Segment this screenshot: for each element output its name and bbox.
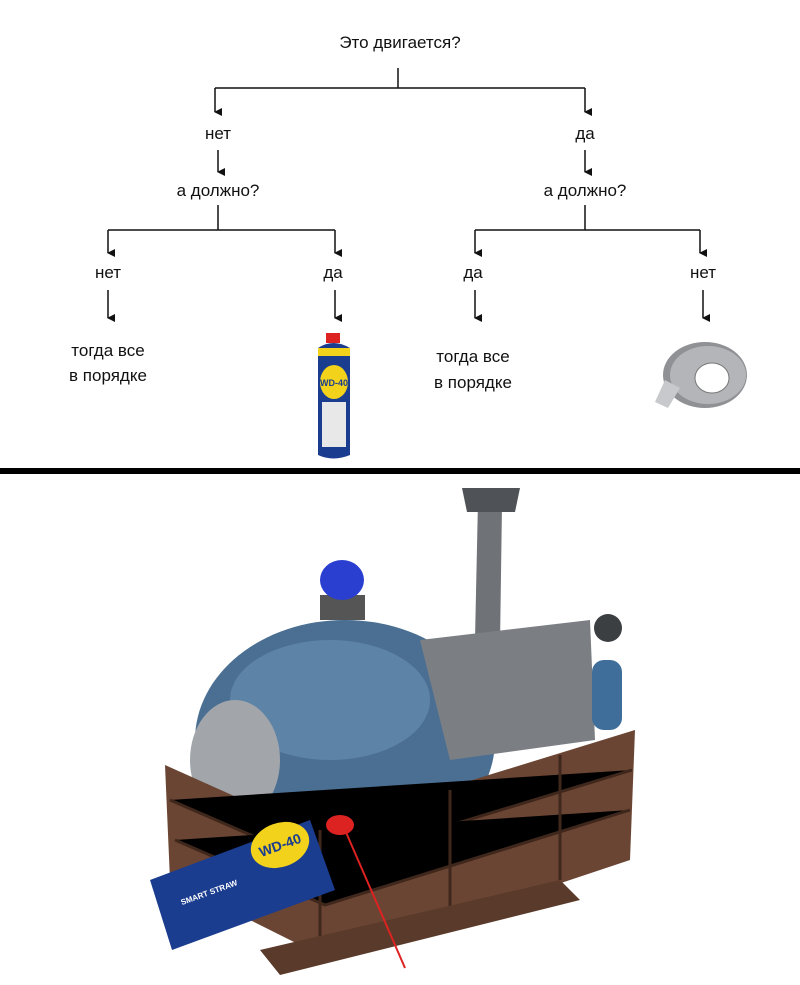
divider: [0, 468, 800, 474]
answer-yes-no: нет: [690, 263, 716, 282]
answer-no-yes: да: [323, 263, 343, 282]
root-question: Это двигается?: [339, 33, 460, 52]
chimney-pipe: [462, 488, 520, 645]
wd40-spray-can-icon: WD-40 SMART STRAW: [150, 815, 406, 969]
answer-yes: да: [575, 124, 595, 143]
result-ok-line2: в порядке: [434, 373, 512, 392]
left-question: а должно?: [177, 181, 260, 200]
svg-text:WD-40: WD-40: [320, 378, 348, 388]
result-ok-line2: в порядке: [69, 366, 147, 385]
wd40-can-icon: WD-40: [318, 333, 350, 459]
duct-tape-icon: [655, 342, 747, 408]
dispenser-illustration: WD-40 SMART STRAW: [150, 488, 635, 975]
connector-lines: [107, 68, 710, 322]
answer-yes-yes: да: [463, 263, 483, 282]
answer-no: нет: [205, 124, 231, 143]
right-question: а должно?: [544, 181, 627, 200]
result-ok-line1: тогда все: [436, 347, 509, 366]
result-ok-line1: тогда все: [71, 341, 144, 360]
flowchart: Это двигается? нет да а должно? а должно…: [69, 33, 747, 459]
machine-box: [420, 614, 622, 760]
answer-no-no: нет: [95, 263, 121, 282]
